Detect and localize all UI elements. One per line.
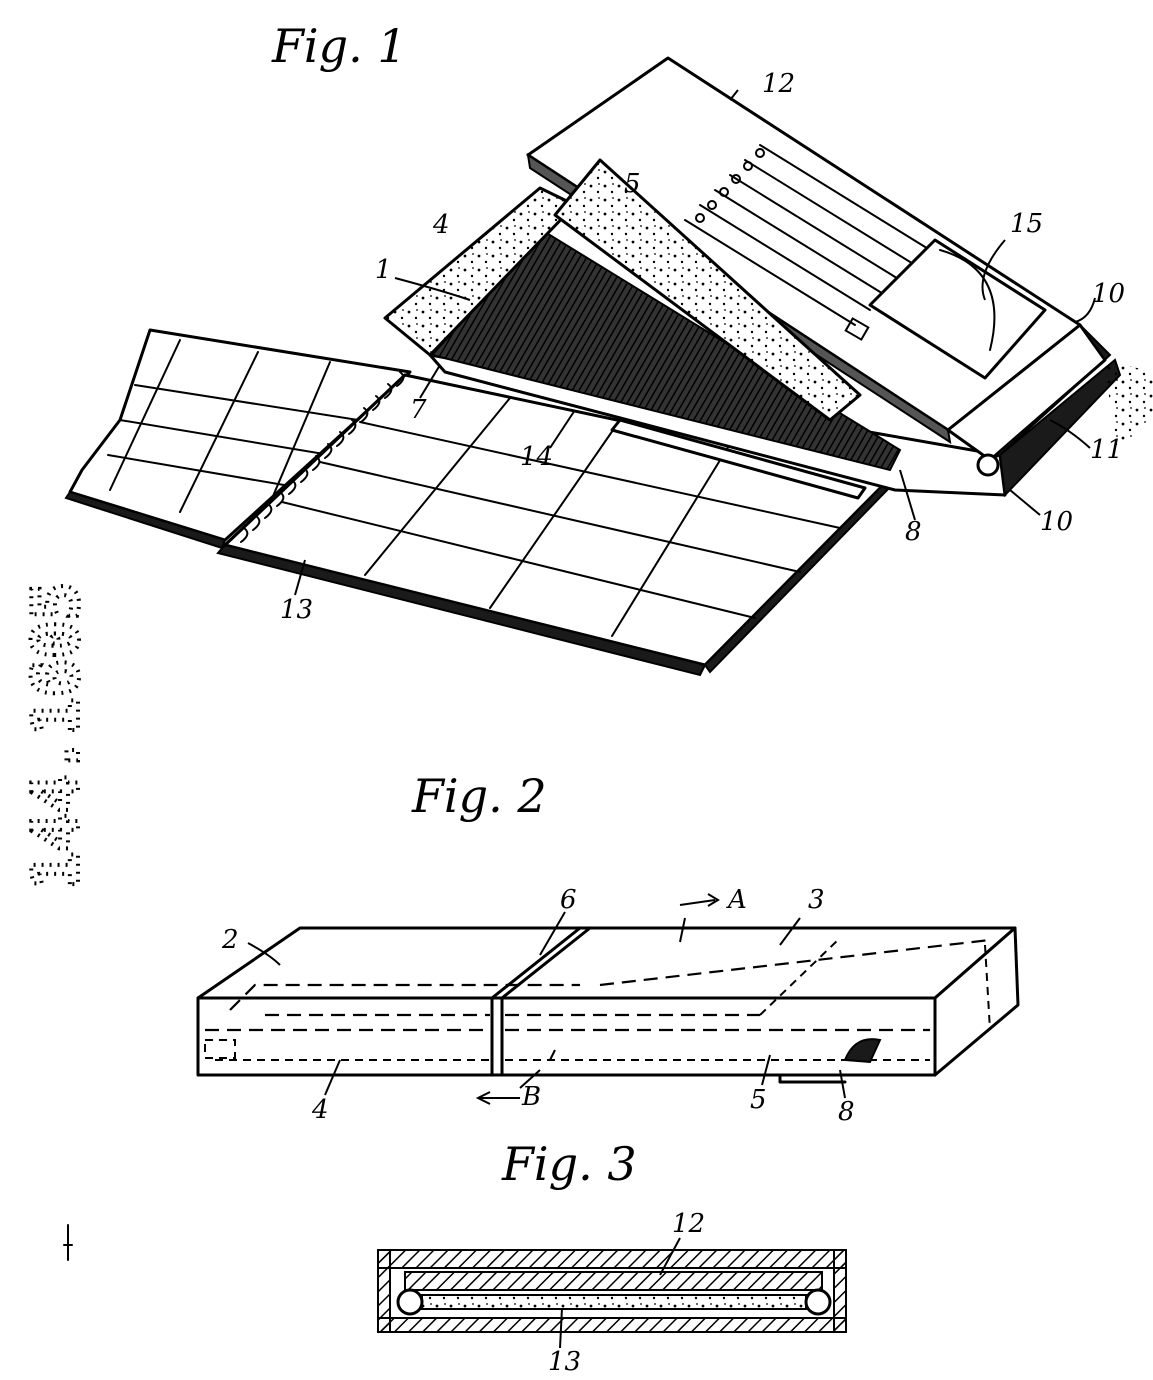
hinge (976, 453, 1000, 477)
label-8-fig2: 8 (838, 1097, 855, 1127)
closed-case (196, 926, 1020, 1084)
label-8: 8 (905, 517, 922, 547)
label-5-fig2: 5 (750, 1085, 767, 1115)
label-10-bottom: 10 (1040, 507, 1073, 537)
part-12-section (404, 1271, 823, 1291)
label-11: 11 (1090, 435, 1123, 465)
cross-section (377, 1249, 847, 1333)
strip-14 (610, 418, 867, 500)
label-12: 12 (762, 69, 795, 99)
label-14: 14 (520, 442, 553, 472)
part-13-section (421, 1294, 807, 1310)
figure-3-labels: 12 13 (548, 1209, 705, 1377)
inner-compartment (383, 158, 1153, 500)
stray-mark (63, 1224, 73, 1261)
label-4-fig2: 4 (311, 1095, 329, 1125)
figure-1: Fig. 1 (64, 19, 1153, 677)
display-window (868, 238, 1047, 380)
side-number-text: 144.1605 (20, 582, 94, 890)
label-A: A (726, 885, 747, 915)
label-6: 6 (560, 885, 577, 915)
label-13: 13 (280, 595, 313, 625)
label-5: 5 (624, 169, 641, 199)
part-8 (843, 1038, 882, 1064)
label-B: B (521, 1082, 541, 1112)
key-rows (684, 144, 931, 326)
label-4: 4 (432, 210, 450, 240)
figure-3-title: Fig. 3 (501, 1137, 637, 1191)
label-15: 15 (1010, 209, 1043, 239)
figure-2-labels: 6 A 3 2 4 B 5 8 (221, 885, 855, 1127)
label-7: 7 (410, 395, 427, 425)
side-number: 144.1605 (18, 580, 96, 892)
label-13-fig3: 13 (548, 1347, 581, 1377)
label-2: 2 (221, 925, 239, 955)
figure-2: Fig. 2 (196, 769, 1020, 1127)
spiral-binding (223, 371, 407, 547)
figure-3: Fig. 3 12 13 (377, 1137, 847, 1377)
label-12-fig3: 12 (672, 1209, 705, 1239)
figure-1-title: Fig. 1 (271, 19, 407, 73)
label-10-top: 10 (1092, 279, 1125, 309)
label-1: 1 (375, 255, 392, 285)
figure-2-title: Fig. 2 (411, 769, 547, 823)
label-3: 3 (808, 885, 825, 915)
figure-1-labels: 12 5 4 1 15 10 7 14 11 8 10 13 (280, 69, 1125, 625)
